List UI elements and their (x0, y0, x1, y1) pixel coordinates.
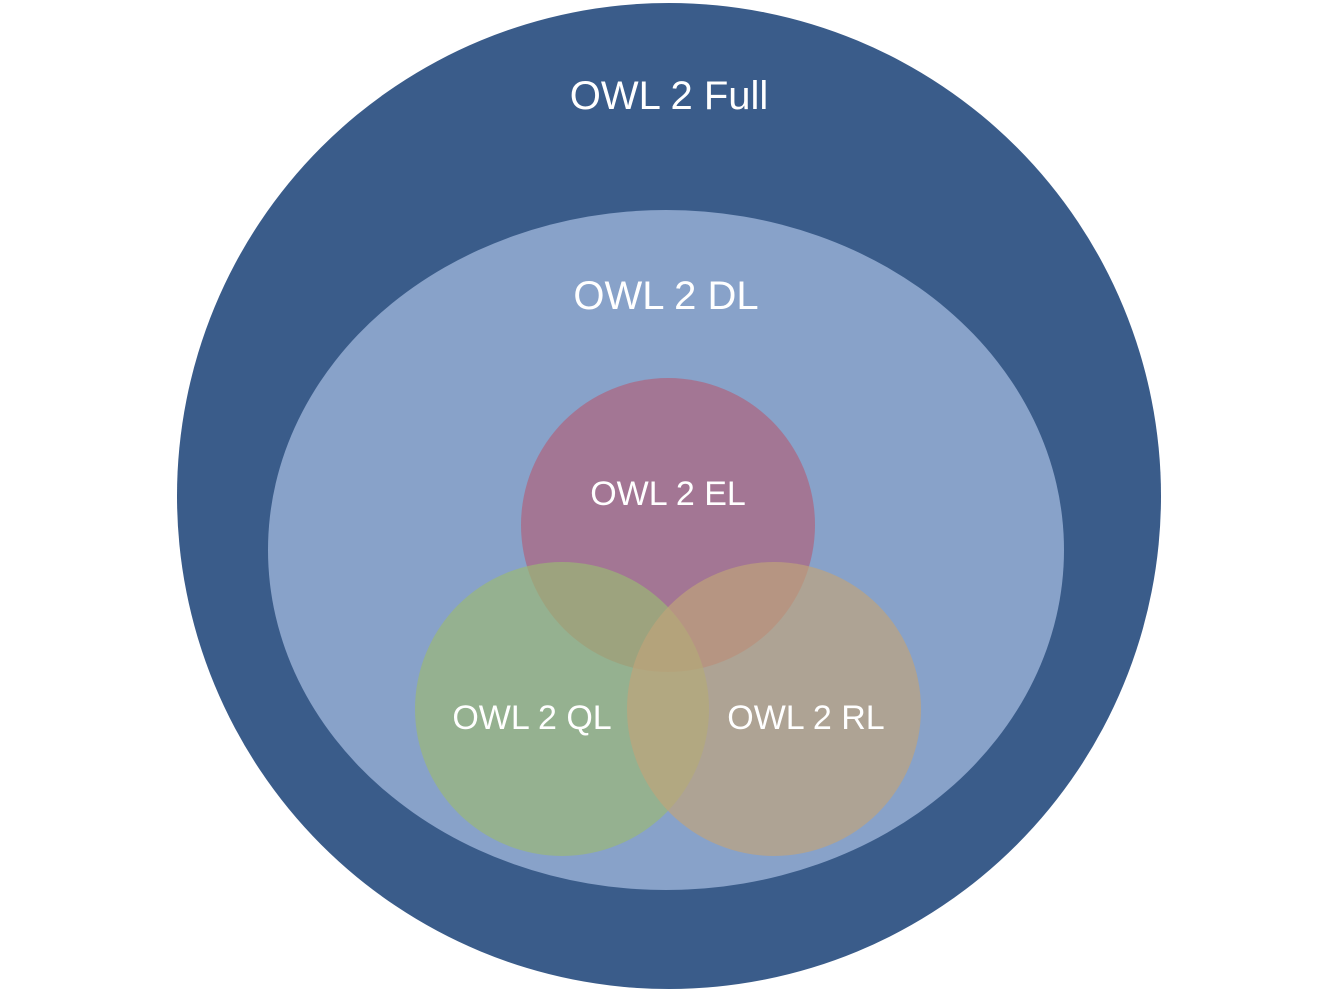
owl2-dl-label: OWL 2 DL (573, 274, 758, 318)
owl2-ql-label: OWL 2 QL (452, 699, 611, 737)
owl2-rl-label: OWL 2 RL (727, 699, 884, 737)
owl2-el-label: OWL 2 EL (590, 475, 746, 513)
owl2-rl-region (627, 562, 921, 856)
owl2-full-label: OWL 2 Full (570, 74, 769, 118)
owl2-ql-region (415, 562, 709, 856)
